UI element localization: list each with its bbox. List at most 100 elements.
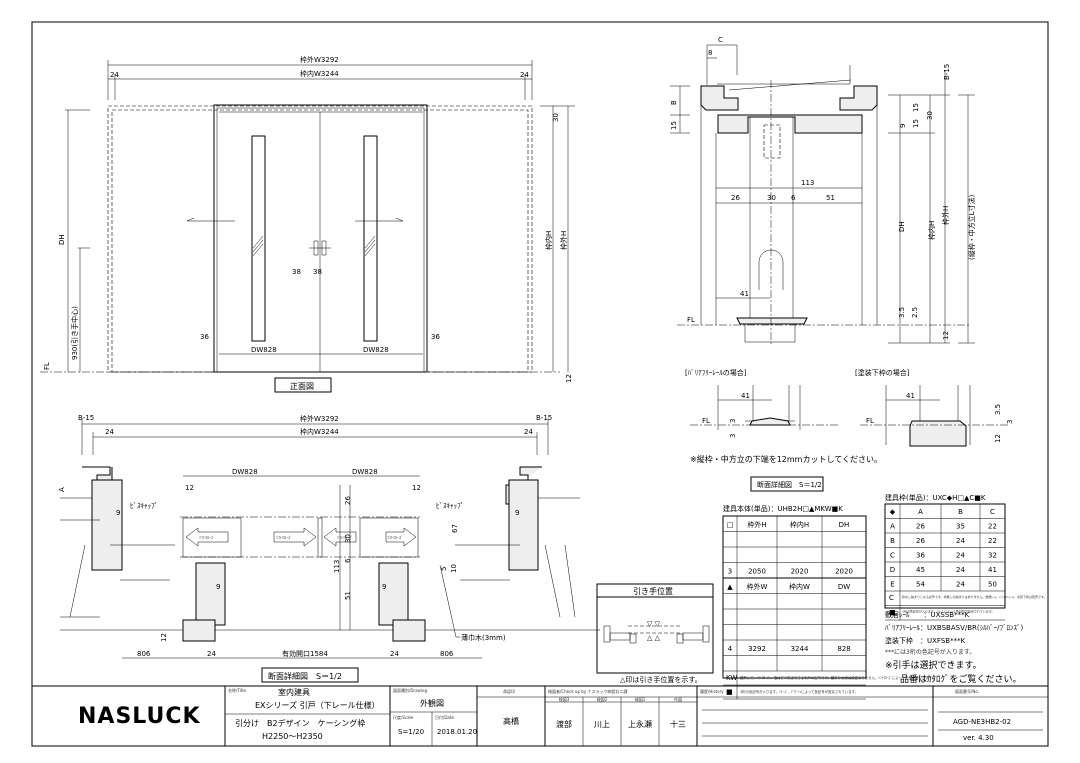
plan-b15-left: B-15: [78, 414, 94, 422]
plan-9: 9: [515, 509, 519, 517]
front-caption: 正面図: [290, 382, 314, 391]
drawing-number: AGD-NE3HB2-02: [953, 718, 1011, 726]
table-cell: C: [990, 508, 995, 516]
checker-role: 検図1: [635, 696, 646, 702]
painted-sill-title: [塗装下枠の場合]: [855, 368, 910, 377]
version: ver. 4.30: [963, 734, 994, 742]
side-outer-h: 枠外H: [941, 206, 950, 225]
history-label: 履歴/History: [700, 688, 724, 694]
effective-opening: 有効開口1584: [282, 649, 328, 658]
table-cell: 2020: [791, 568, 809, 576]
front-outer-h: 枠外H: [559, 231, 568, 250]
title-label: 名称/Title: [228, 687, 246, 693]
plan-12-right: 12: [412, 484, 421, 492]
checker-name: 川上: [594, 720, 610, 729]
table-cell: 26: [916, 523, 925, 531]
plan-inner-width: 枠内W3244: [300, 427, 339, 436]
checker-role: 検図3: [559, 696, 570, 702]
side-section: C 8 113 26 30 6 51 41 FL B 15 B-15 15 15…: [670, 36, 1014, 492]
checker-name: 上永瀬: [628, 719, 652, 729]
title-line1: 室内建具: [278, 687, 310, 697]
soft-close-label: ｿﾌﾄｸﾛｰｽﾞ: [387, 534, 403, 540]
handle-position-box: 引き手位置 ▽ ▽ △ △ △印は引き手位置を示す。: [596, 583, 714, 684]
plan-b15-right: B-15: [536, 414, 552, 422]
side-inner-h: 枠内H: [927, 221, 936, 240]
soft-close-label: ｿﾌﾄｸﾛｰｽﾞ: [276, 534, 292, 540]
front-inner-width: 枠内W3244: [300, 69, 339, 78]
nasluck-logo: NASLUCK: [78, 704, 201, 729]
gap-right: 36: [431, 333, 440, 341]
plan-9: 9: [382, 583, 386, 591]
plan-30: 30: [344, 534, 352, 543]
note-key: ■: [726, 688, 733, 696]
plan-113: 113: [333, 560, 341, 573]
table-cell: A: [890, 523, 895, 531]
plan-9: 9: [216, 583, 220, 591]
side-41: 41: [740, 290, 749, 298]
table-cell: 2050: [748, 568, 766, 576]
table-cell: 4: [728, 645, 733, 653]
barrier-3b: 3: [729, 434, 737, 438]
gap-left: 36: [200, 333, 209, 341]
front-outer-width: 枠外W3292: [300, 55, 339, 64]
approval-label: 承認印: [503, 688, 515, 694]
soft-close-arrow-right-icon: [385, 527, 417, 547]
table-cell: 3292: [748, 645, 766, 653]
title-line4: H2250～H2350: [262, 732, 323, 741]
table-cell: 2020: [835, 568, 853, 576]
side-12: 12: [942, 331, 950, 340]
painted-41: 41: [906, 392, 915, 400]
date-label: 日付/Date: [435, 714, 454, 720]
table-cell: A: [918, 508, 923, 516]
plan-10: 10: [450, 564, 458, 573]
side-b: B: [670, 100, 678, 105]
note-text: 枠なし納まりとなる記号です。枠無しの納まりはありません。敷居ﾚｰﾙ、ﾊﾞﾘｱﾌﾘ…: [902, 594, 1047, 599]
plan-dw-right: DW828: [352, 468, 378, 476]
table-cell: 50: [988, 581, 997, 589]
checker-name: 渡部: [556, 719, 572, 729]
painted-12: 12: [994, 434, 1002, 443]
note-key: KW: [726, 674, 737, 682]
handle-position-title: 引き手位置: [633, 586, 673, 596]
plan-26: 26: [344, 496, 352, 505]
table-cell: 枠内W: [789, 582, 810, 591]
handle-select-note: ※引手は選択できます。: [885, 659, 982, 671]
frame-table-title: 建具枠(単品)：UXC◆H□▲C■K: [885, 493, 986, 502]
handle-marker-icon: △ △: [647, 634, 661, 642]
door-leaf-right: [359, 517, 419, 558]
side-15a: 15: [670, 121, 678, 130]
plan-5: 5: [440, 567, 448, 571]
front-side-left: 24: [110, 71, 119, 79]
part-barrier-rail: ﾊﾞﾘｱﾌﾘｰﾚｰﾙ：UXBSBASV/BR(ｼﾙﾊﾞｰ/ﾌﾞﾛﾝｽﾞ): [885, 624, 1023, 632]
scale-label: 尺度/Scale: [393, 714, 414, 720]
note-text: 3桁の色記号が入ります。ｼﾘｰｽﾞによって色記号が設定されています。: [902, 609, 994, 614]
painted-3-5: 3.5: [994, 404, 1002, 415]
arrow-right-icon: [355, 217, 404, 222]
color-note: ***には3桁の色記号が入ります。: [885, 648, 975, 656]
door-leaf-left: [182, 517, 242, 558]
note-text: 鍵無しで、ｿﾌﾄｸﾛｰｽﾞ、指はさみ防止できる引戸の記号です。鍵あり仕様は設定あ…: [740, 675, 935, 680]
plan-caption: 断面詳細図 S＝1/2: [268, 671, 342, 681]
plan-section: 枠外W3292 枠内W3244 B-15 B-15 24 24 ｿﾌﾄｸﾛｰｽﾞ…: [58, 414, 600, 683]
plan-outer-width: 枠外W3292: [300, 414, 339, 423]
soft-close-label: ｿﾌﾄｸﾛｰｽﾞ: [199, 534, 215, 540]
table-cell: DH: [839, 521, 850, 529]
side-caption: 断面詳細図 S＝1/2: [757, 480, 822, 489]
table-cell: 22: [988, 523, 997, 531]
table-cell: 26: [916, 537, 925, 545]
front-fl: FL: [43, 362, 51, 370]
checker-name: 十三: [670, 719, 686, 729]
soft-close-arrow-left-icon: [323, 527, 357, 547]
front-handle-height: 930(引き手中心): [70, 306, 79, 360]
baseboard-label: 薄巾木(3mm): [461, 633, 506, 642]
soft-close-label: ｿﾌﾄｸﾛｰｽﾞ: [337, 534, 353, 540]
soft-close-arrow-left-icon: [185, 527, 229, 547]
scale: S=1/20: [398, 728, 424, 736]
side-l-dim: (縦枠・中方立L寸法): [967, 194, 976, 260]
part-rail: 敷居ﾚｰﾙ ：UXSSB***K: [885, 610, 970, 619]
side-51: 51: [826, 194, 835, 202]
plan-67: 67: [451, 524, 459, 533]
front-bottom-12: 12: [565, 374, 573, 383]
approver: 高橋: [503, 716, 519, 726]
side-30: 30: [926, 111, 934, 120]
